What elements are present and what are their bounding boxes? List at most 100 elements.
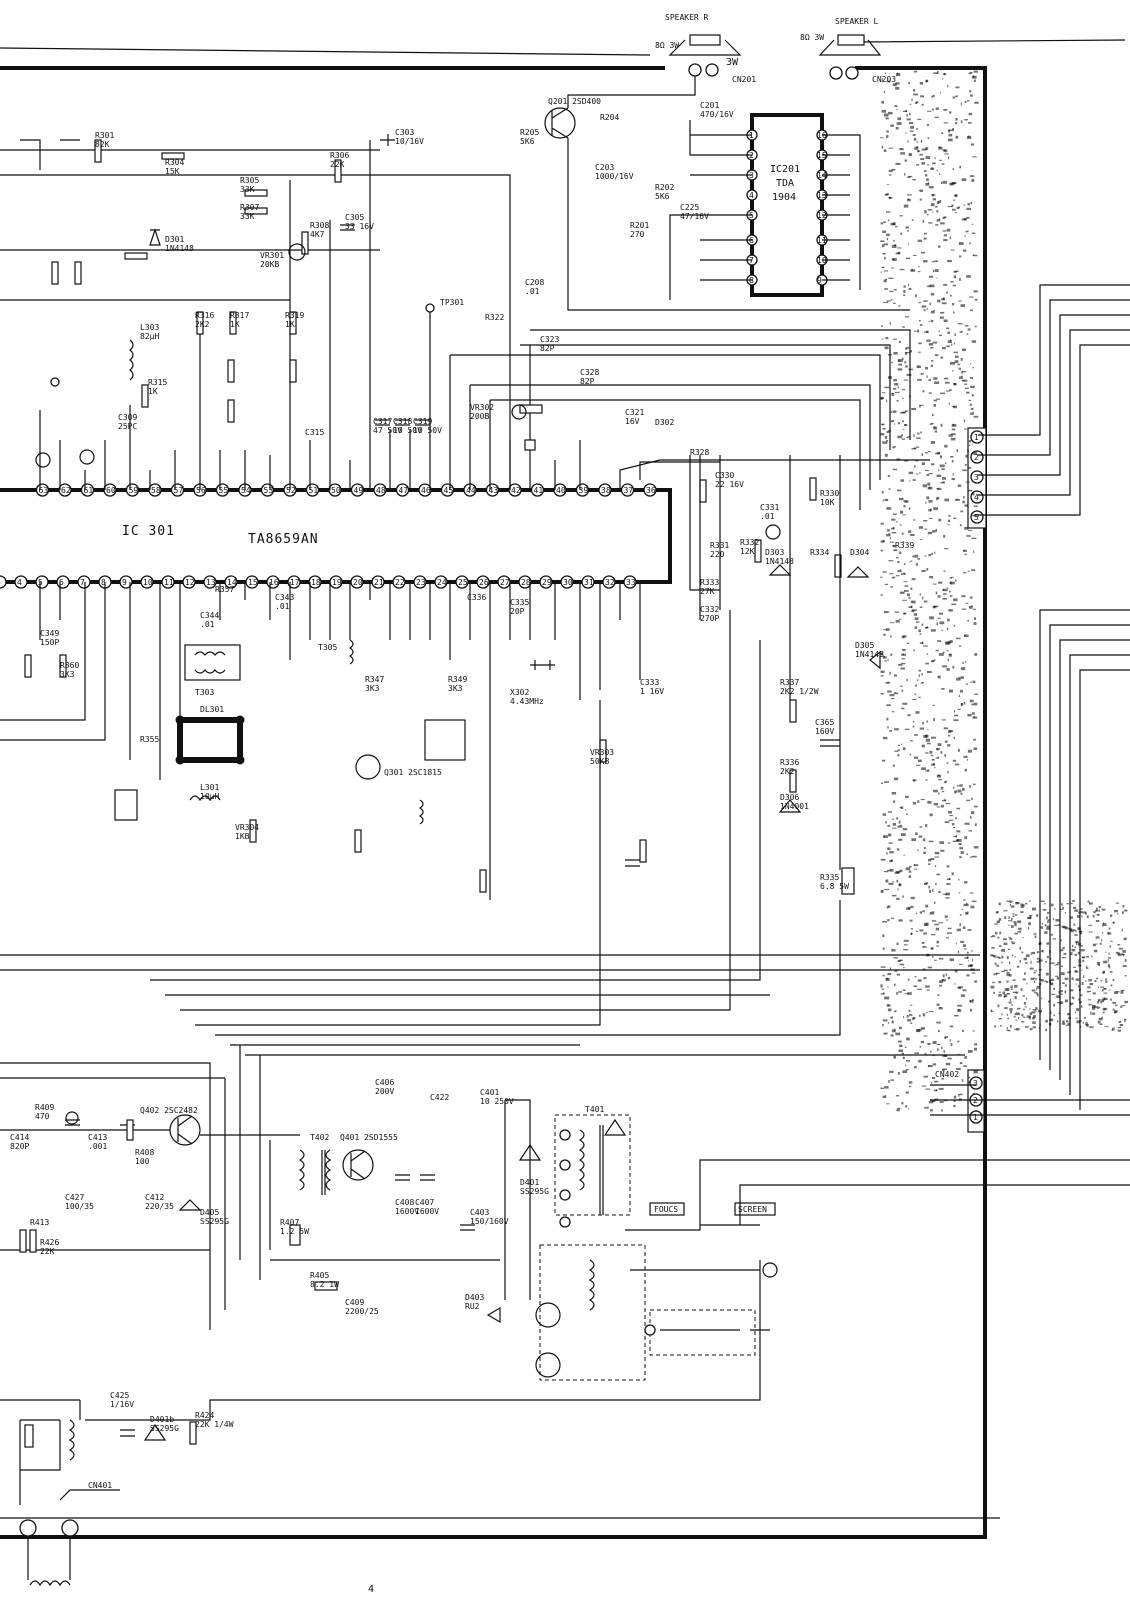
ic301: IC 301 TA8659AN 363738394041424344454647…	[0, 483, 672, 589]
component-r357: R357	[215, 585, 234, 594]
component-value: 10 250V	[480, 1097, 514, 1106]
component-value: 150/160V	[470, 1217, 509, 1226]
ic301-pin-29	[539, 575, 553, 589]
screen-label: SCREEN	[738, 1205, 767, 1214]
component-ref: C408	[395, 1198, 414, 1207]
component-value: 3K3	[60, 670, 75, 679]
component-t305: T305	[318, 643, 337, 652]
component-value: 82K	[95, 140, 110, 149]
component-ref: R305	[240, 176, 259, 185]
q402	[169, 1114, 201, 1146]
component-value: 47 50V	[373, 426, 402, 435]
ic301-pin-23	[413, 575, 427, 589]
component-value: 2K2	[780, 767, 795, 776]
ic301-pin-5	[35, 575, 49, 589]
component-ref: C225	[680, 203, 699, 212]
component-ref: D403	[465, 1293, 484, 1302]
ic301-pin-label: 6	[59, 578, 64, 587]
q301-label: Q301 2SC1815	[384, 768, 442, 777]
component-ref: R409	[35, 1103, 54, 1112]
component-ref: C323	[540, 335, 559, 344]
ic301-pin-22	[392, 575, 406, 589]
q401-label: Q401 2SD1555	[340, 1133, 398, 1142]
ic301-pin-46	[418, 483, 432, 497]
component-value: SS295G	[150, 1424, 179, 1433]
component-r204: R204	[600, 113, 619, 122]
component-value: 1K	[230, 320, 240, 329]
component-value: 3K3	[365, 684, 380, 693]
component-value: RU2	[465, 1302, 480, 1311]
component-ref: R424	[195, 1411, 214, 1420]
component-ref: R205	[520, 128, 539, 137]
ic301-pin-label: 46	[421, 486, 431, 495]
component-ref: R319	[285, 311, 304, 320]
cn401-label: CN401	[88, 1481, 112, 1490]
ic201-part2: 1904	[772, 192, 796, 203]
component-value: 1000/16V	[595, 172, 634, 181]
component-value: 10 50V	[413, 426, 442, 435]
component-value: .01	[200, 620, 215, 629]
component-value: 22 16V	[715, 480, 744, 489]
bottom-section: CN401 4	[0, 1260, 1000, 1595]
ic301-pin-label: 42	[511, 486, 521, 495]
component-value: 4.43MHz	[510, 697, 544, 706]
ic301-pin-label: 58	[151, 486, 161, 495]
t401-flyback: FOUCS SCREEN	[460, 1099, 1130, 1381]
ic301-pin-label: 8	[101, 578, 106, 587]
ic301-pin-label: 40	[556, 486, 566, 495]
ic301-pin-10	[140, 575, 154, 589]
ic301-pin-label: 13	[206, 578, 216, 587]
component-value: 8.2 1W	[310, 1280, 339, 1289]
speaker-left: SPEAKER L 8Ω 3W CN203	[800, 17, 896, 84]
ic301-bottom-pins: 3456789101112131415161718192021222324252…	[0, 575, 637, 589]
component-c315: C315	[305, 428, 324, 437]
speaker-right-label: SPEAKER R	[665, 13, 709, 22]
component-ref: R334	[810, 548, 829, 557]
component-r328: R328	[690, 448, 709, 457]
upper-left-components	[20, 134, 395, 285]
ic301-pin-label: 41	[534, 486, 544, 495]
component-c344: C344.01	[200, 611, 219, 629]
component-value: 20KB	[260, 260, 279, 269]
component-value: 5K6	[655, 192, 670, 201]
component-ref: R331	[710, 541, 729, 550]
component-ref: C332	[700, 605, 719, 614]
component-ref: C203	[595, 163, 614, 172]
ic301-pin-label: 28	[521, 578, 531, 587]
ic201-pin-label: 9	[817, 276, 822, 285]
component-ref: R328	[690, 448, 709, 457]
ic301-pin-label: 15	[248, 578, 258, 587]
component-ref: R405	[310, 1271, 329, 1280]
cn402-pin-1	[969, 1110, 983, 1124]
component-ref: D305	[855, 641, 874, 650]
ic301-pin-label: 10	[143, 578, 153, 587]
ic201-pin-label: 15	[817, 151, 827, 160]
component-ref: C303	[395, 128, 414, 137]
component-ref: C321	[625, 408, 644, 417]
component-value: 5K6	[520, 137, 535, 146]
component-ref: C330	[715, 471, 734, 480]
ic301-pin-11	[161, 575, 175, 589]
component-value: 2K2	[195, 320, 210, 329]
component-ref: VR302	[470, 403, 494, 412]
ic301-pin-38	[598, 483, 612, 497]
ic201-pin-label: 13	[817, 191, 827, 200]
cn201-pin-2	[705, 63, 719, 77]
ic301-pin-label: 30	[563, 578, 573, 587]
ic301-pin-label: 39	[579, 486, 589, 495]
